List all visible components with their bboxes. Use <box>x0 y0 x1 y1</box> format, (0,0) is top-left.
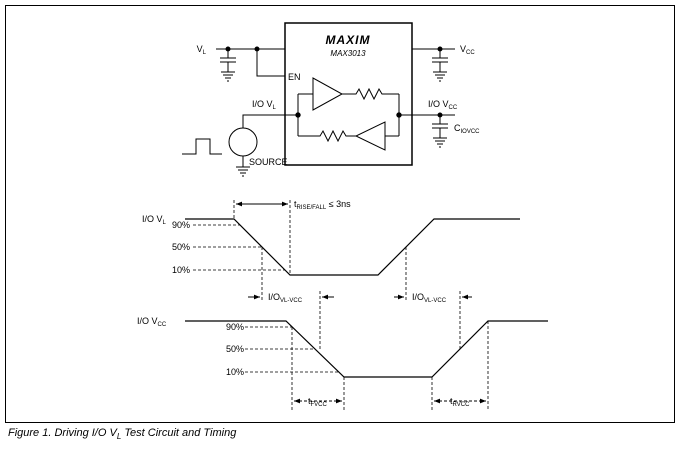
trace2-90-label: 90% <box>226 322 244 332</box>
trace1-50-label: 50% <box>172 242 190 252</box>
vcc-ground-icon <box>433 71 447 82</box>
io-vl-waveform <box>185 218 520 276</box>
io-vl-wire <box>242 114 298 128</box>
en-wire <box>256 49 285 77</box>
timing-reference-lines <box>193 200 489 410</box>
source-label: SOURCE <box>249 157 288 167</box>
part-number: MAX3013 <box>330 49 366 58</box>
vl-label: VL <box>197 44 207 56</box>
c-io-label: CIOVCC <box>454 123 480 135</box>
delay-fall-label: I/OVL-VCC <box>268 292 303 304</box>
t-rvcc-label: tRVCC <box>450 396 470 408</box>
maxim-logo: MAXIM <box>326 33 371 47</box>
en-label: EN <box>288 72 301 82</box>
vcc-capacitor <box>432 57 448 72</box>
io-vcc-label: I/O VCC <box>428 99 458 111</box>
lower-resistor <box>298 129 356 143</box>
trace2-50-label: 50% <box>226 344 244 354</box>
vcc-label: VCC <box>460 44 475 56</box>
trace2-10-label: 10% <box>226 367 244 377</box>
figure-caption: Figure 1. Driving I/O VL Test Circuit an… <box>8 427 237 442</box>
trace1-10-label: 10% <box>172 265 190 275</box>
io-vcc-waveform <box>185 320 548 378</box>
figure-frame <box>5 5 675 423</box>
pulse-waveform-icon <box>182 138 222 155</box>
timing-arrows <box>236 201 486 404</box>
upper-resistor <box>342 87 399 101</box>
source-ground-icon <box>236 166 250 177</box>
trace2-label: I/O VCC <box>137 316 167 328</box>
t-rise-fall-label: tRISE/FALL ≤ 3ns <box>294 199 351 211</box>
vl-to-vcc-buffer <box>312 77 344 111</box>
vl-capacitor <box>220 57 236 72</box>
delay-rise-label: I/OVL-VCC <box>412 292 447 304</box>
trace1-label: I/O VL <box>142 214 167 226</box>
io-vcc-load-capacitor <box>432 123 448 138</box>
test-circuit <box>182 22 455 177</box>
ic-package <box>284 22 413 166</box>
io-vcc-ground-icon <box>433 137 447 148</box>
trace1-90-label: 90% <box>172 220 190 230</box>
vl-ground-icon <box>221 71 235 82</box>
io-vl-label: I/O VL <box>252 99 277 111</box>
t-fvcc-label: tFVCC <box>308 396 328 408</box>
source-symbol <box>228 127 258 157</box>
vcc-to-vl-buffer <box>354 121 386 151</box>
